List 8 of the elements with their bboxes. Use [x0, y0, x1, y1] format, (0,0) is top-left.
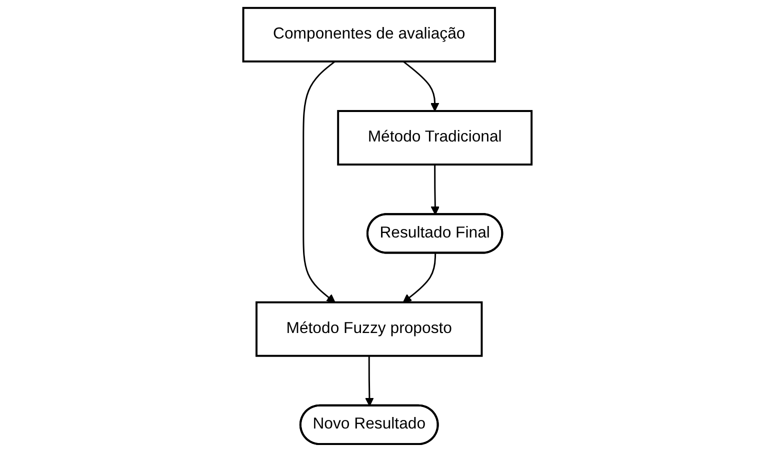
arrow	[302, 60, 336, 303]
node-box: Método Tradicional	[336, 110, 532, 166]
arrow	[430, 164, 440, 215]
arrow	[402, 60, 439, 112]
arrow	[402, 253, 436, 303]
arrow	[364, 356, 374, 406]
node-box: Componentes de avaliação	[242, 6, 496, 62]
node-box: Método Fuzzy proposto	[255, 301, 482, 357]
